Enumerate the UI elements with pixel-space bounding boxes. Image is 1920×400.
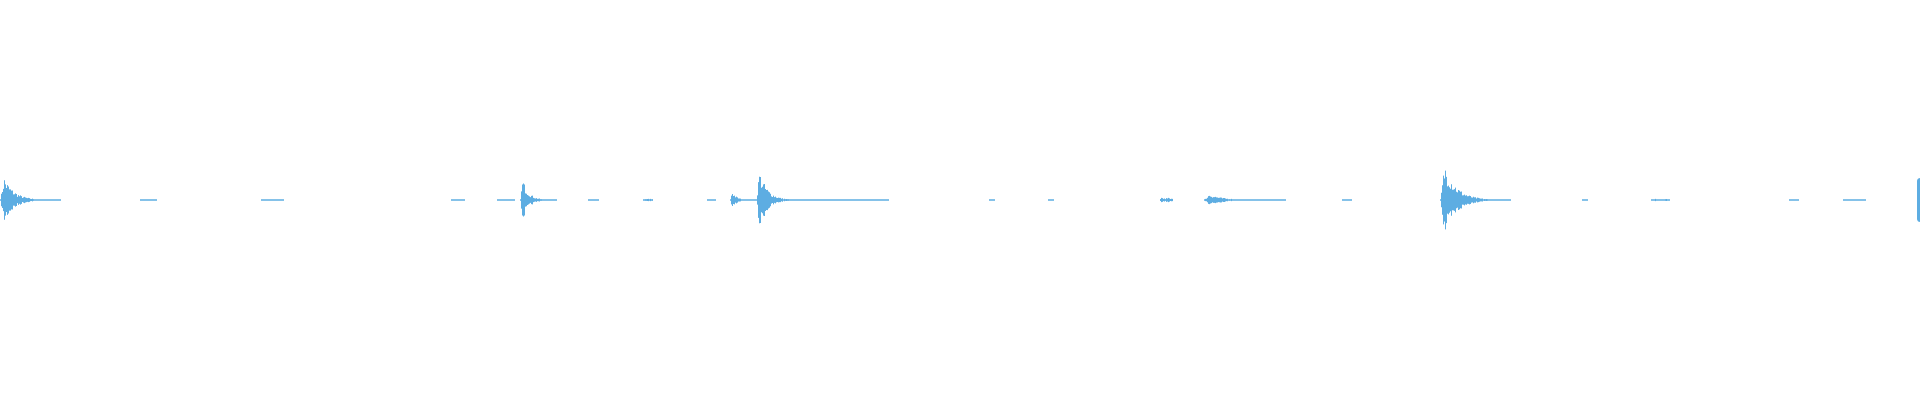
- waveform-segment: [1204, 195, 1286, 205]
- waveform-segment: [1582, 199, 1588, 201]
- waveform-segment: [588, 199, 599, 201]
- waveform-segment: [520, 183, 557, 217]
- waveform-segment: [989, 199, 995, 201]
- waveform-segment: [643, 198, 653, 202]
- waveform-segment: [1342, 199, 1352, 201]
- waveform-segment: [451, 199, 465, 201]
- waveform-segment: [730, 193, 756, 207]
- waveform-segment: [261, 199, 284, 201]
- waveform-segment: [707, 199, 716, 201]
- waveform-segment: [1160, 197, 1173, 203]
- waveform-segment: [1440, 170, 1511, 230]
- waveform-segment: [0, 180, 61, 220]
- waveform-segment: [1789, 199, 1799, 201]
- waveform-segment: [806, 199, 889, 201]
- waveform-segment: [1651, 198, 1670, 202]
- waveform-segment: [1843, 199, 1866, 201]
- waveform-segment: [140, 199, 157, 201]
- waveform-segment: [1048, 199, 1054, 201]
- scroll-edge-handle[interactable]: [1917, 178, 1920, 222]
- waveform-segment: [756, 176, 806, 224]
- waveform-bars: [0, 170, 1866, 230]
- waveform-segment: [497, 199, 515, 201]
